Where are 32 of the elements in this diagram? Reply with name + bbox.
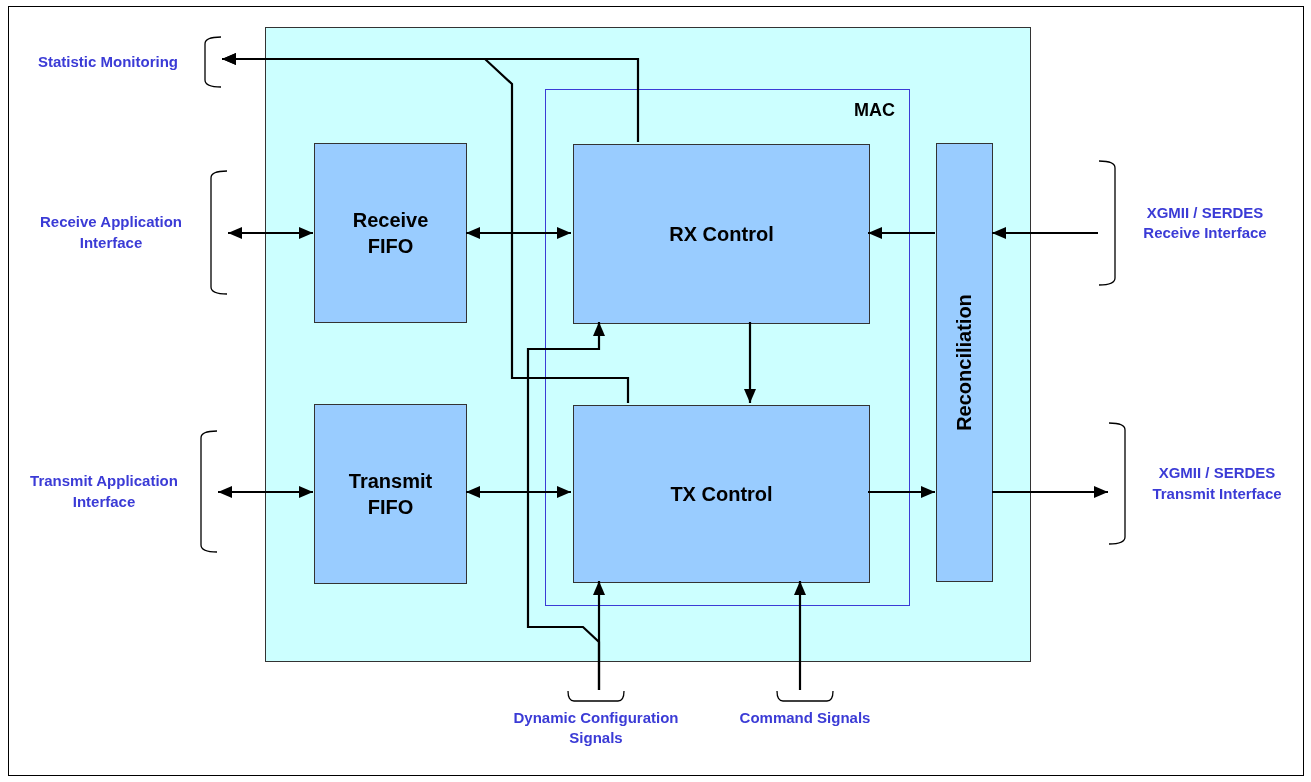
arrow bbox=[218, 486, 313, 498]
box-label: TX Control bbox=[669, 482, 774, 507]
box-label: RX Control bbox=[668, 222, 775, 247]
process-box bbox=[314, 404, 467, 584]
arrow bbox=[992, 486, 1108, 498]
interface-label: Receive Application Interface bbox=[39, 212, 183, 253]
interface-label: XGMII / SERDES Transmit Interface bbox=[1151, 463, 1283, 504]
interface-label: Dynamic Configuration Signals bbox=[512, 708, 680, 749]
arrow bbox=[228, 227, 313, 239]
module-box bbox=[265, 27, 1031, 662]
arrow bbox=[526, 322, 605, 690]
interface-label: Statistic Monitoring bbox=[37, 51, 179, 72]
arrow bbox=[222, 53, 630, 403]
arrow bbox=[466, 486, 571, 498]
box-label: Receive FIFO bbox=[351, 208, 430, 259]
process-box bbox=[573, 144, 870, 324]
arrow bbox=[794, 581, 806, 690]
process-box bbox=[314, 143, 467, 323]
arrow bbox=[744, 322, 756, 403]
arrow bbox=[868, 227, 935, 239]
box-label: Reconciliation bbox=[953, 294, 976, 431]
arrow bbox=[992, 227, 1098, 239]
arrow bbox=[466, 227, 571, 239]
group-label: MAC bbox=[854, 100, 895, 121]
interface-label: Transmit Application Interface bbox=[29, 471, 179, 512]
arrow bbox=[868, 486, 935, 498]
interface-label: Command Signals bbox=[738, 708, 872, 728]
process-bar bbox=[936, 143, 993, 582]
interface-label: XGMII / SERDES Receive Interface bbox=[1142, 202, 1268, 243]
box-label: Transmit FIFO bbox=[347, 469, 434, 520]
process-box bbox=[573, 405, 870, 583]
group-box bbox=[545, 89, 910, 606]
